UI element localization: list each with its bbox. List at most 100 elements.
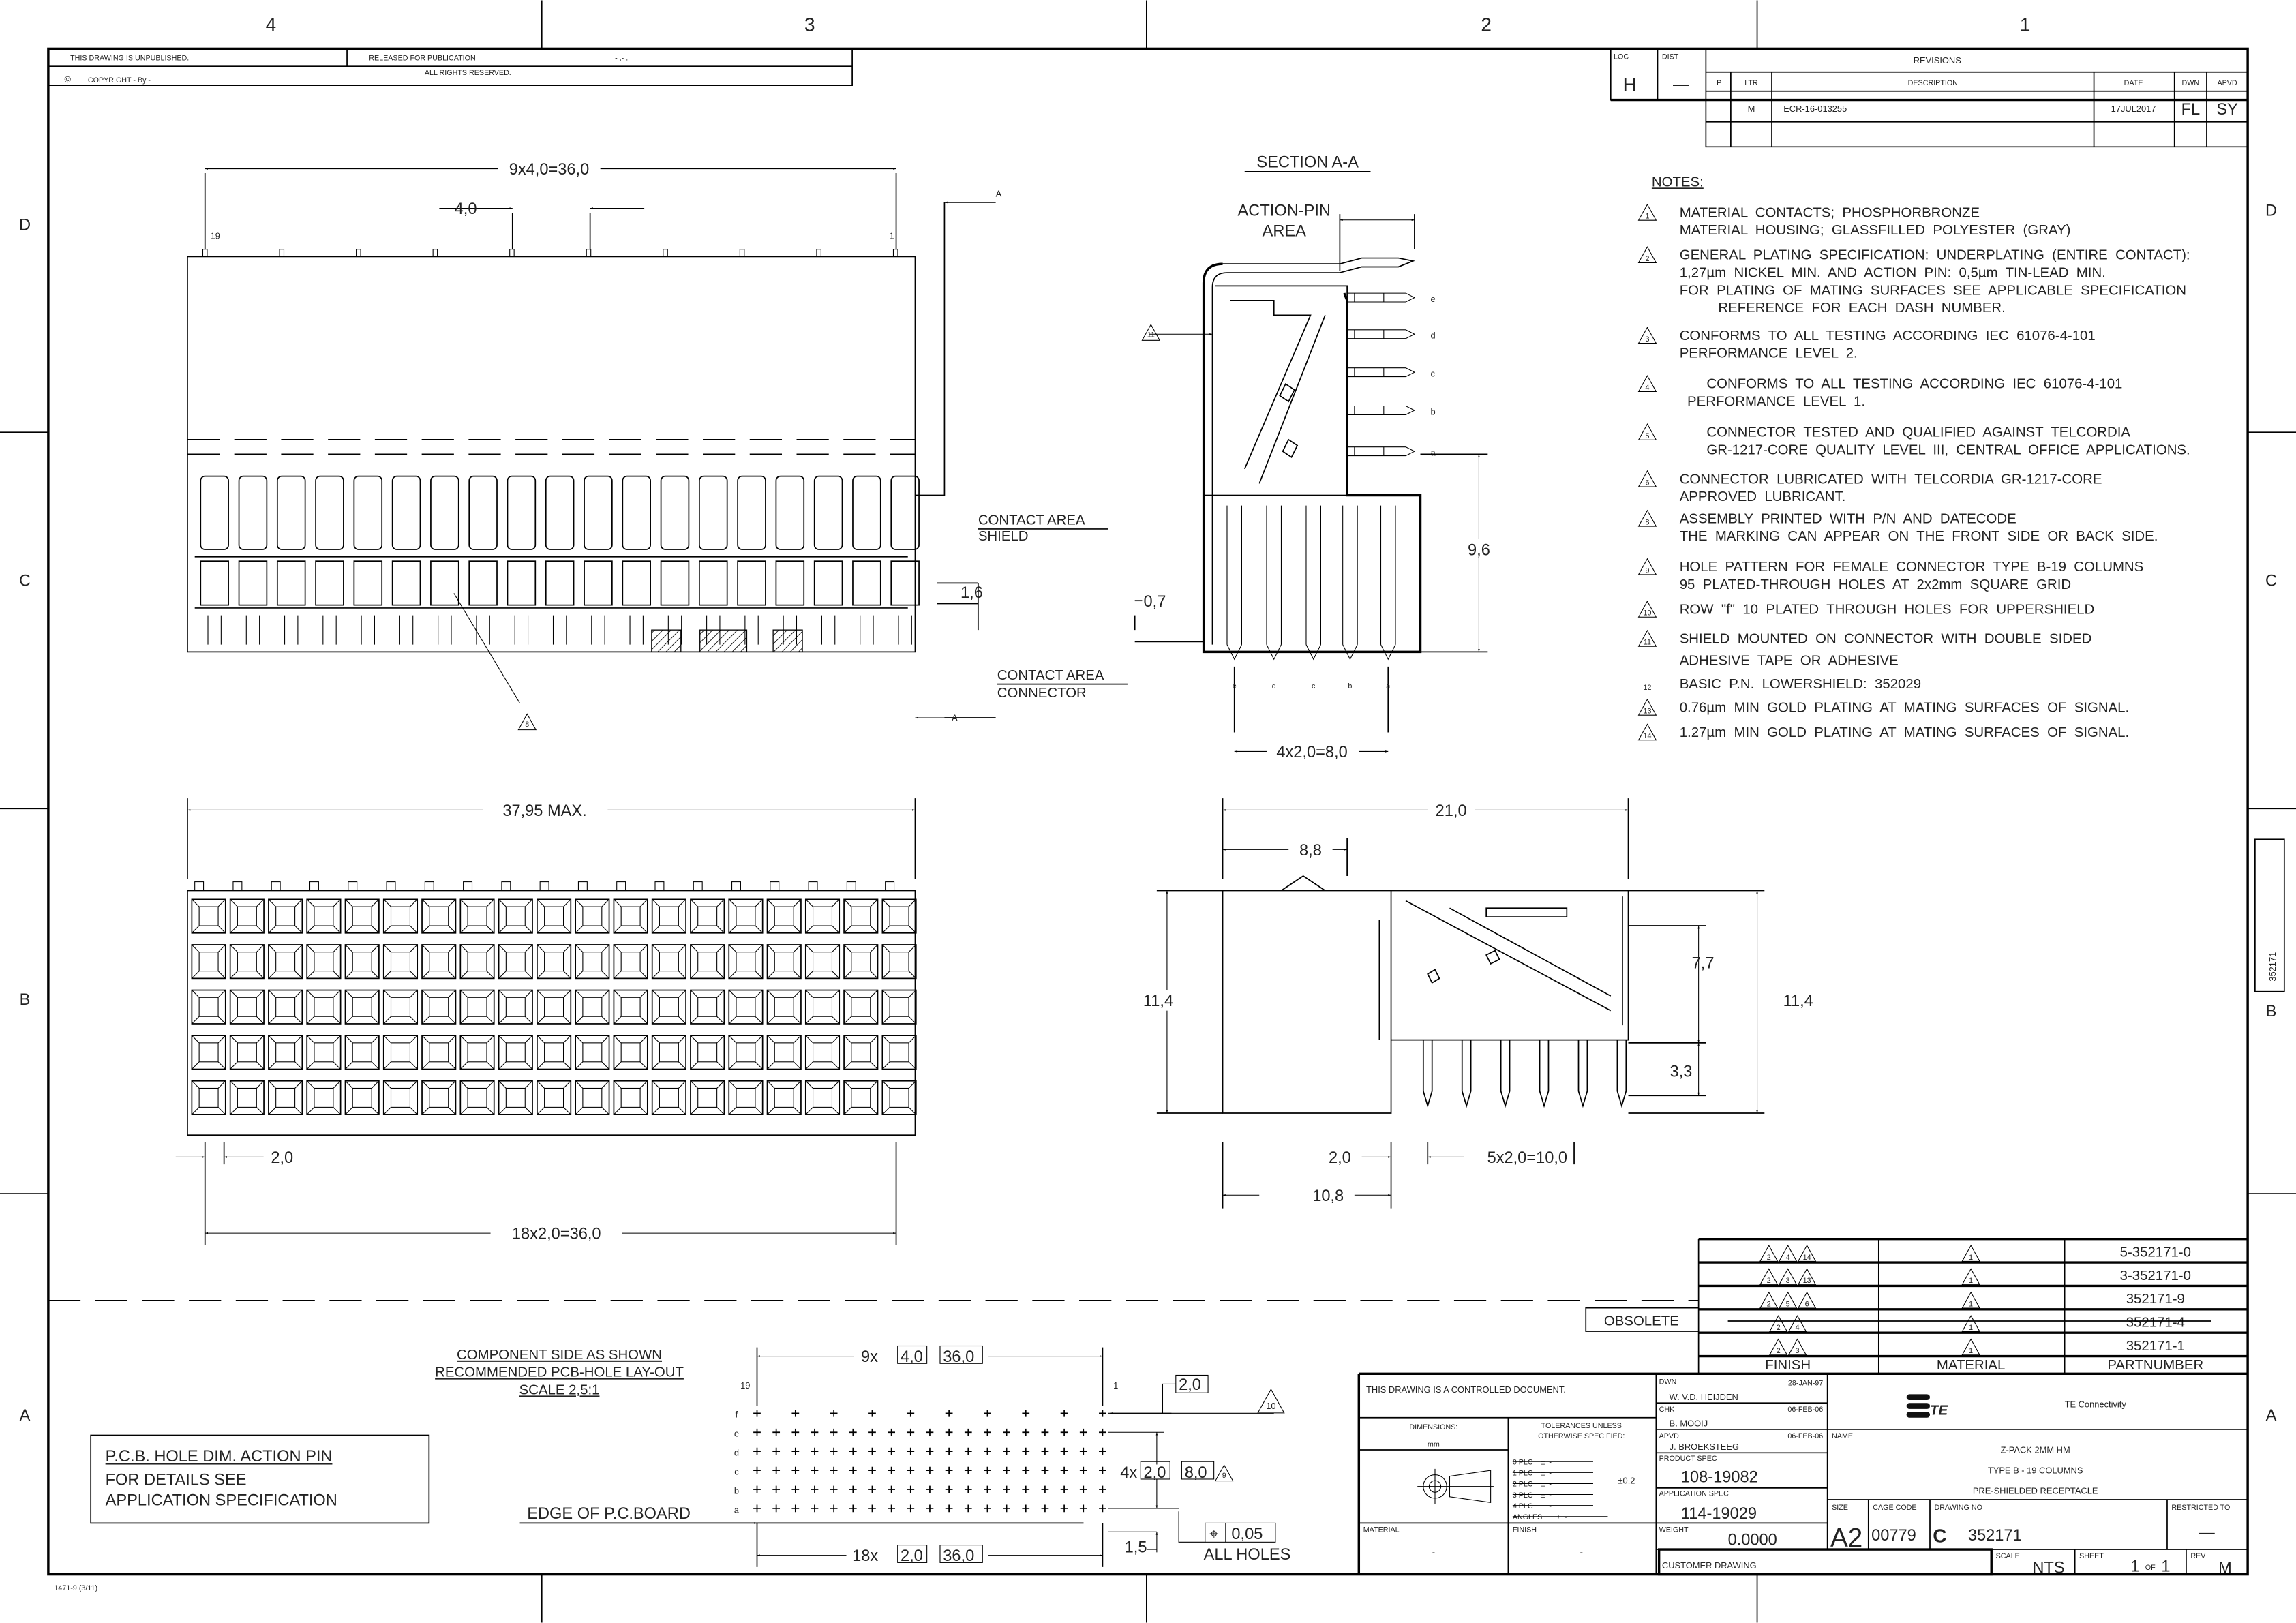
contact-cavity-inner: [620, 997, 641, 1017]
rev-date: 17JUL2017: [2111, 104, 2156, 114]
contact-cavity-inner: [736, 997, 756, 1017]
rev-col-date: DATE: [2124, 79, 2143, 87]
contact-cavity: [613, 989, 648, 1025]
pcb-hole-marker: [1079, 1504, 1087, 1513]
tolerance-row: ANGLES ± -: [1513, 1513, 1567, 1521]
lower-contact-slot: [430, 560, 459, 606]
contact-cavity: [843, 898, 879, 934]
contact-cavity: [306, 898, 342, 934]
controlled-document: THIS DRAWING IS A CONTROLLED DOCUMENT.: [1366, 1384, 1566, 1395]
pcb-hole-marker: [849, 1485, 857, 1493]
contact-leg: [207, 615, 222, 645]
lower-contact-slot: [775, 560, 805, 606]
cavity-chamfer: [421, 898, 456, 934]
side-tab: [2254, 838, 2285, 992]
contact-cavity-inner: [851, 952, 871, 972]
pcb-hole-marker: [984, 1466, 991, 1474]
contact-cavity-inner: [813, 997, 833, 1017]
note-line: CONFORMS TO ALL TESTING ACCORDING IEC 61…: [1680, 329, 2096, 344]
upper-contact-slot: [813, 475, 843, 550]
pcb-hole-marker: [1099, 1504, 1106, 1513]
contact-cavity: [498, 898, 533, 934]
contact-cavity-inner: [851, 1042, 871, 1063]
note-number: 6: [1645, 479, 1649, 487]
dim-first-pin: 2,0: [1329, 1149, 1351, 1167]
shield-tab: [739, 249, 745, 257]
contact-area-shield-label: CONTACT AREA: [978, 513, 1085, 528]
contact-cavity-inner: [237, 1042, 257, 1063]
cavity-chamfer: [614, 1035, 648, 1070]
contact-cavity-inner: [275, 1087, 296, 1108]
dim-height-left: 11,4: [1143, 992, 1173, 1010]
cavity-chamfer: [192, 1080, 226, 1115]
contact-leg: [667, 615, 682, 645]
contact-cavity: [575, 944, 610, 980]
copyright-text: COPYRIGHT - By -: [88, 76, 151, 85]
contact-cavity: [804, 898, 841, 934]
note-line: REFERENCE FOR EACH DASH NUMBER.: [1680, 301, 2006, 316]
contact-cavity-inner: [659, 1087, 679, 1108]
pcb-hole-marker: [772, 1447, 781, 1455]
rev-col-description: DESCRIPTION: [1908, 79, 1958, 87]
pcb-hole-marker: [1079, 1447, 1087, 1455]
pcb-hole-marker: [868, 1447, 876, 1455]
pcb-tolerance: 0,05: [1231, 1526, 1263, 1543]
pcb-all-holes: ALL HOLES: [1204, 1546, 1291, 1564]
upper-contact-slot: [660, 475, 690, 550]
contact-cavity-inner: [582, 1042, 603, 1063]
contact-cavity: [766, 944, 802, 980]
cavity-chamfer: [306, 1080, 341, 1115]
contact-cavity: [306, 944, 342, 980]
cavity-chamfer: [383, 1035, 418, 1070]
dim-front: 8,8: [1299, 842, 1322, 860]
cavity-chamfer: [805, 1035, 840, 1070]
rev-description: ECR-16-013255: [1783, 104, 1847, 114]
contact-cavity: [690, 898, 725, 934]
bottom-row-label: a: [1386, 682, 1390, 691]
contact-cavity: [690, 1035, 725, 1070]
contact-cavity-inner: [620, 1087, 641, 1108]
contact-cavity: [728, 1035, 764, 1070]
cavity-chamfer: [383, 1080, 418, 1115]
cavity-chamfer: [268, 1035, 303, 1070]
cavity-chamfer: [230, 1080, 265, 1115]
contact-cavity: [651, 898, 686, 934]
top-tab: [194, 881, 205, 892]
contact-cavity: [537, 989, 572, 1025]
finish-flag: 3: [1796, 1347, 1800, 1355]
note-line: CONFORMS TO ALL TESTING ACCORDING IEC 61…: [1680, 377, 2123, 392]
part-number: 352171-4: [2126, 1316, 2185, 1331]
pcb-hole-marker: [753, 1447, 761, 1455]
lower-contact-slot: [890, 560, 920, 606]
drawing-prefix: C: [1933, 1525, 1946, 1546]
pcb-hole-marker: [945, 1485, 953, 1493]
pcb-hole-marker: [888, 1428, 896, 1436]
pcb-hole-marker: [984, 1409, 991, 1417]
cavity-chamfer: [843, 1080, 878, 1115]
lower-contact-slot: [507, 560, 537, 606]
pcb-row-label: b: [734, 1485, 739, 1496]
note-line: GR-1217-CORE QUALITY LEVEL III, CENTRAL …: [1680, 442, 2190, 457]
cavity-chamfer: [575, 898, 609, 934]
pcb-note-title: P.C.B. HOLE DIM. ACTION PIN: [106, 1448, 333, 1466]
contact-cavity: [268, 1080, 303, 1115]
lower-contact-slot: [468, 560, 498, 606]
cavity-chamfer: [614, 990, 648, 1025]
cavity-chamfer: [690, 1035, 725, 1070]
cavity-chamfer: [575, 1035, 609, 1070]
rev-col-ltr: LTR: [1744, 79, 1758, 87]
note-triangle-icon: [1637, 246, 1657, 263]
rev-value: M: [2218, 1559, 2232, 1577]
tolerance-row: 1 PLC ± -: [1513, 1470, 1552, 1478]
upper-contact-slot: [507, 475, 537, 550]
shield-tab: [279, 249, 285, 257]
pcb-note-line-1: FOR DETAILS SEE: [106, 1472, 247, 1489]
contact-cavity: [651, 1035, 686, 1070]
dim-shield: 1,6: [961, 584, 983, 602]
contact-cavity-inner: [697, 906, 718, 926]
contact-cavity: [804, 1080, 841, 1115]
part-number: 3-352171-0: [2120, 1269, 2191, 1284]
